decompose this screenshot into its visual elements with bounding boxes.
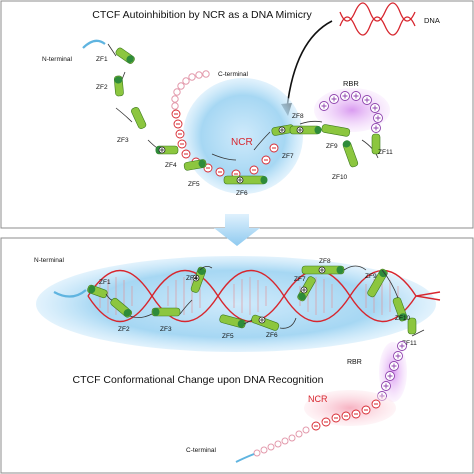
dna-label: DNA: [424, 16, 440, 25]
zf5-label-top: ZF5: [188, 181, 200, 188]
zf6-label-bottom: ZF6: [266, 332, 278, 339]
zf5-label-bottom: ZF5: [222, 333, 234, 340]
n-terminal-tail-top: [82, 39, 106, 49]
zf8-label-bottom: ZF8: [319, 258, 331, 265]
c-terminal-chain-top: [171, 70, 210, 110]
zf11-label-bottom: ZF11: [402, 340, 417, 347]
zf6-label-top: ZF6: [236, 190, 248, 197]
zf3-label-top: ZF3: [117, 137, 129, 144]
zf3-label-bottom: ZF3: [160, 326, 172, 333]
zf7-label-bottom: ZF7: [294, 276, 306, 283]
zf2-label-bottom: ZF2: [118, 326, 130, 333]
zf9-label-bottom: ZF9: [365, 273, 377, 280]
zinc-fingers-bottom: [87, 265, 417, 335]
zf4-label-top: ZF4: [165, 162, 177, 169]
helix-charges-top: [158, 126, 304, 184]
helix-charges-bottom: [192, 266, 326, 324]
zf4-label-bottom: ZF4: [186, 275, 198, 282]
zf11-label-top: ZF11: [378, 149, 393, 156]
ncr-blob-top: [183, 78, 303, 194]
c-terminal-label-bottom: C-terminal: [186, 447, 217, 454]
ncr-beads-bottom: [311, 399, 381, 431]
zf1-label-bottom: ZF1: [99, 279, 111, 286]
transition-arrow: [214, 214, 260, 246]
dna-icon: [339, 2, 416, 36]
dna-binding-region: [36, 256, 436, 352]
zf10-label-bottom: ZF10: [395, 315, 411, 322]
c-terminal-tail-bottom: [235, 453, 255, 463]
zf10-label-top: ZF10: [332, 174, 348, 181]
n-terminal-tail-bottom: [53, 289, 87, 298]
zinc-fingers-top: [113, 47, 381, 185]
top-title: CTCF Autoinhibition by NCR as a DNA Mimi…: [92, 9, 312, 21]
rbr-label-bottom: RBR: [347, 359, 362, 366]
n-terminal-label-bottom: N-terminal: [34, 257, 65, 264]
n-terminal-label-top: N-terminal: [42, 56, 73, 63]
zf9-label-top: ZF9: [326, 143, 338, 150]
rbr-label-top: RBR: [343, 79, 359, 88]
ncr-blob-bottom: [304, 390, 396, 426]
bottom-title: CTCF Conformational Change upon DNA Reco…: [73, 374, 324, 386]
ncr-label-bottom: NCR: [308, 394, 328, 404]
c-terminal-chain-bottom: [253, 426, 310, 457]
rbr-beads-bottom: [377, 341, 407, 401]
rbr-beads-top: [319, 91, 383, 133]
ncr-label-top: NCR: [231, 137, 253, 148]
zf2-label-top: ZF2: [96, 84, 108, 91]
zf7-label-top: ZF7: [282, 153, 294, 160]
mimicry-arrow: [286, 20, 333, 109]
c-terminal-label-top: C-terminal: [218, 71, 249, 78]
zf8-label-top: ZF8: [292, 113, 304, 120]
zf1-label-top: ZF1: [96, 56, 108, 63]
linker-bottom: [105, 265, 425, 337]
